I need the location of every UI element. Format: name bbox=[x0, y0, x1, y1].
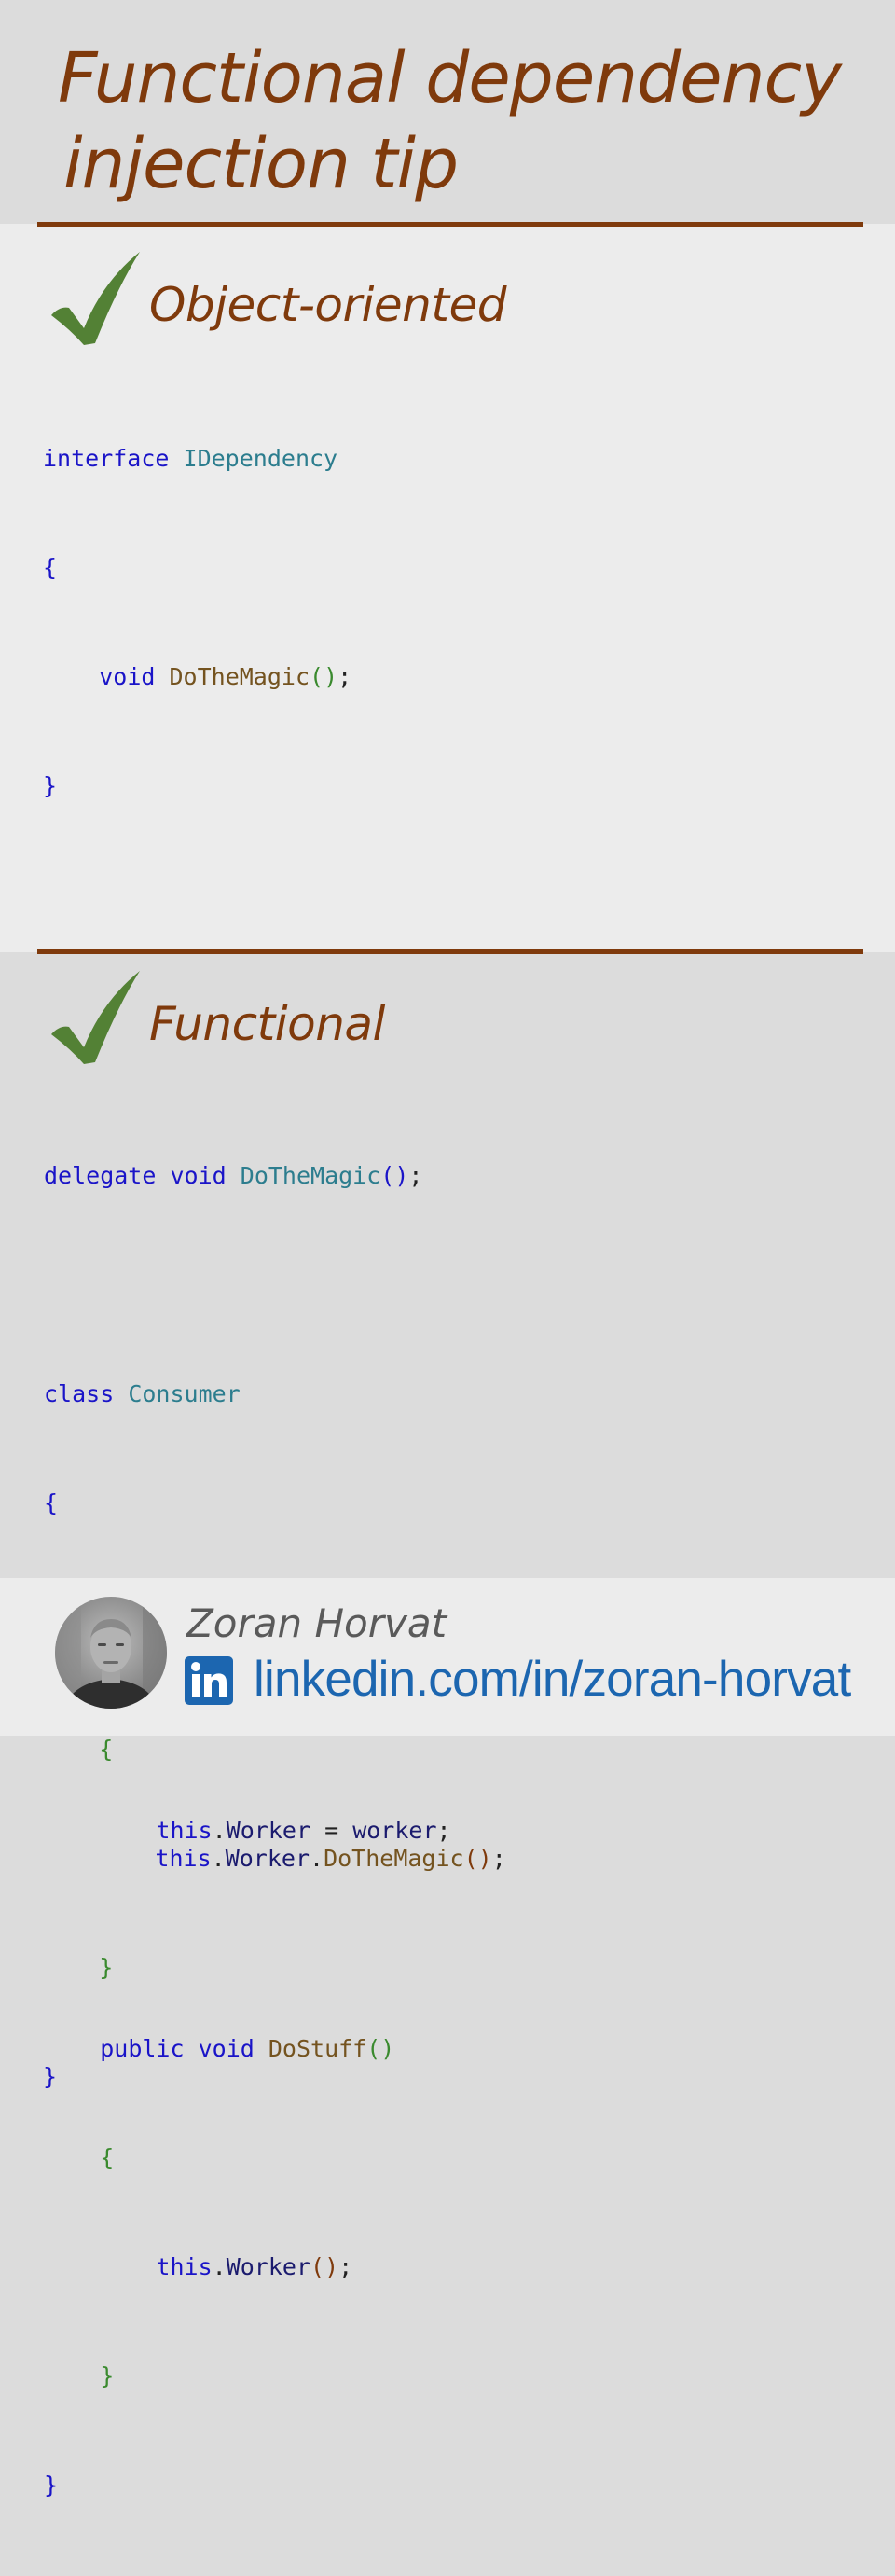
title-line-1: Functional dependency bbox=[58, 38, 842, 118]
code-line: { bbox=[100, 2144, 115, 2171]
header: Functional dependency injection tip bbox=[0, 0, 895, 224]
code-line: class Consumer bbox=[44, 1380, 241, 1407]
linkedin-icon[interactable] bbox=[185, 1656, 233, 1705]
title-line-2: injection tip bbox=[63, 124, 459, 204]
code-line: public void DoStuff() bbox=[100, 2035, 395, 2062]
page-title: Functional dependency injection tip bbox=[58, 35, 878, 207]
code-line: { bbox=[43, 554, 58, 581]
section-heading-functional: Functional bbox=[149, 997, 385, 1051]
functional-section bbox=[0, 952, 895, 1578]
divider bbox=[37, 949, 863, 954]
code-spacer bbox=[43, 877, 632, 894]
avatar-photo bbox=[55, 1597, 167, 1709]
tip-card: Functional dependency injection tip Obje… bbox=[0, 0, 895, 2499]
code-line: void DoTheMagic(); bbox=[99, 663, 352, 690]
linkedin-link[interactable]: linkedin.com/in/zoran-horvat bbox=[254, 1652, 851, 1707]
object-oriented-section bbox=[0, 224, 895, 952]
code-line bbox=[44, 1921, 619, 1958]
code-line bbox=[44, 1267, 619, 1303]
author-name: Zoran Horvat bbox=[186, 1600, 448, 1646]
checkmark-icon bbox=[51, 252, 140, 345]
code-line: { bbox=[44, 1489, 59, 1517]
code-line: } bbox=[44, 2472, 59, 2499]
code-block-functional: delegate void DoTheMagic(); class Consum… bbox=[44, 1085, 619, 2576]
checkmark-icon bbox=[51, 971, 140, 1064]
code-line: this.Worker(); bbox=[156, 2253, 353, 2280]
section-heading-object-oriented: Object-oriented bbox=[149, 278, 506, 332]
code-line: } bbox=[100, 2362, 115, 2389]
code-line: delegate void DoTheMagic(); bbox=[44, 1162, 423, 1189]
avatar bbox=[55, 1597, 167, 1709]
code-line: this.Worker = worker; bbox=[156, 1817, 451, 1844]
code-line: interface IDependency bbox=[43, 445, 338, 472]
divider bbox=[37, 222, 863, 227]
code-line: } bbox=[43, 772, 58, 799]
